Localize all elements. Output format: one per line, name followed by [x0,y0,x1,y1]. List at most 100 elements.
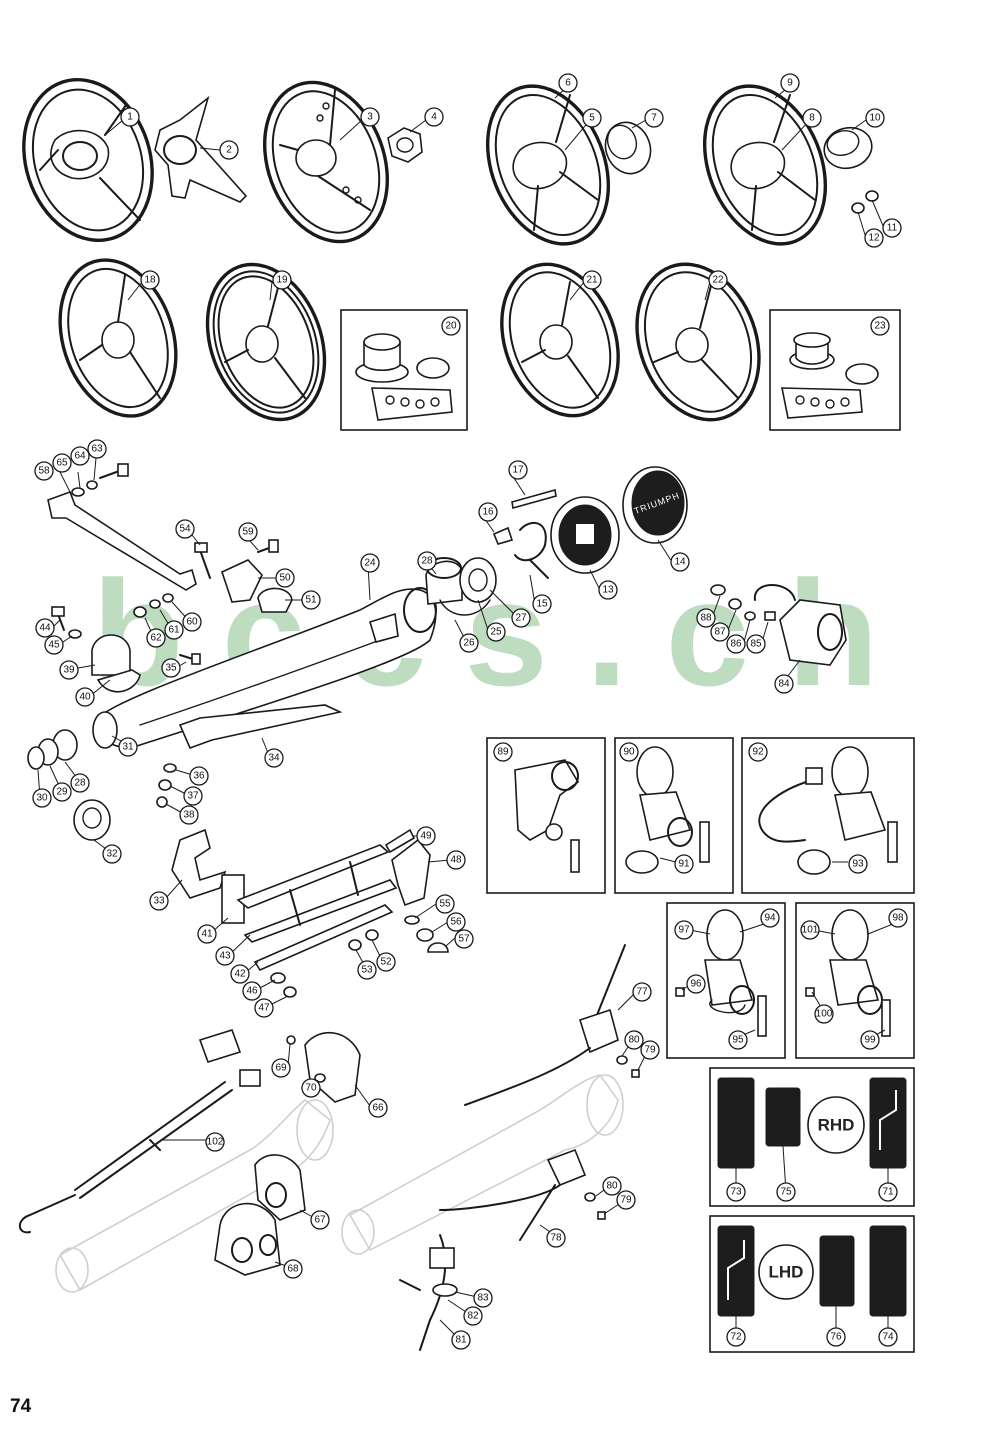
svg-text:47: 47 [258,1003,270,1014]
callout-35: 35 [161,658,181,678]
callout-2: 2 [219,140,239,160]
washers-36-37-38 [156,763,177,808]
callout-18: 18 [140,270,160,290]
svg-text:88: 88 [700,613,712,624]
horn-ring-10 [823,126,873,170]
callout-79b: 79 [616,1190,636,1210]
svg-text:84: 84 [778,679,790,690]
callout-86: 86 [726,634,746,654]
svg-text:40: 40 [79,692,91,703]
svg-text:21: 21 [586,275,598,286]
svg-text:61: 61 [168,625,180,636]
steering-wheel-3 [263,80,389,244]
callout-98: 98 [888,908,908,928]
svg-text:97: 97 [678,925,690,936]
svg-text:77: 77 [636,987,648,998]
callout-70: 70 [301,1078,321,1098]
callout-101: 101 [800,920,820,940]
callout-67: 67 [310,1210,330,1230]
callout-102: 102 [205,1132,225,1152]
svg-text:101: 101 [802,925,819,936]
callout-65: 65 [52,453,72,473]
horn-push-13 [550,496,620,574]
callout-99: 99 [860,1030,880,1050]
svg-text:9: 9 [787,78,793,89]
svg-text:100: 100 [816,1009,833,1020]
callout-58: 58 [34,461,54,481]
callout-15: 15 [532,594,552,614]
svg-text:48: 48 [450,855,462,866]
bracket-43 [236,844,398,943]
ignition-lock-98-101 [805,909,891,1037]
kit-box-23 [769,309,901,431]
svg-text:2: 2 [226,145,232,156]
callout-71: 71 [878,1182,898,1202]
bushes-28-29-30 [27,729,78,770]
callout-82: 82 [463,1306,483,1326]
svg-text:24: 24 [364,558,376,569]
callout-89: 89 [493,742,513,762]
callout-88: 88 [696,608,716,628]
svg-text:49: 49 [420,831,432,842]
screws-79-80 [584,1055,640,1220]
steering-wheel-22 [635,262,761,422]
callout-36: 36 [189,766,209,786]
svg-text:28: 28 [74,778,86,789]
steering-wheel-18 [58,258,178,418]
svg-text:82: 82 [467,1311,479,1322]
horn-84-85-88 [710,584,847,666]
callout-80a: 80 [624,1030,644,1050]
callout-60: 60 [182,612,202,632]
shroud-68 [214,1202,281,1276]
callout-96: 96 [686,974,706,994]
svg-text:85: 85 [750,639,762,650]
svg-text:13: 13 [602,585,614,596]
callout-85: 85 [746,634,766,654]
triumph-emblem-14: TRIUMPH [622,466,688,544]
svg-text:53: 53 [361,965,373,976]
svg-text:65: 65 [56,458,68,469]
callout-9: 9 [780,73,800,93]
svg-text:19: 19 [276,275,288,286]
callout-32: 32 [102,844,122,864]
svg-text:34: 34 [268,753,280,764]
svg-text:80: 80 [628,1035,640,1046]
svg-text:4: 4 [431,112,437,123]
callout-10: 10 [865,108,885,128]
washers-11-12 [851,190,879,214]
svg-text:18: 18 [144,275,156,286]
svg-text:94: 94 [764,913,776,924]
callout-68: 68 [283,1259,303,1279]
nuts-60-61-62 [133,593,174,618]
callout-14: 14 [670,552,690,572]
svg-text:79: 79 [620,1195,632,1206]
callout-72: 72 [726,1327,746,1347]
svg-text:60: 60 [186,617,198,628]
callout-26: 26 [459,633,479,653]
clamp-39-40 [91,634,141,693]
rhd-symbols: RHD [717,1077,907,1169]
callout-17: 17 [508,460,528,480]
support-bracket-58 [47,490,197,591]
svg-text:44: 44 [39,623,51,634]
svg-text:22: 22 [712,275,724,286]
lock-box-89 [486,737,606,894]
callout-66: 66 [368,1098,388,1118]
ignition-lock-94-97 [675,909,767,1037]
svg-text:90: 90 [623,747,635,758]
callout-27: 27 [511,608,531,628]
callout-7: 7 [644,108,664,128]
callout-91: 91 [674,854,694,874]
callout-21: 21 [582,270,602,290]
callout-64: 64 [70,446,90,466]
callout-55: 55 [435,894,455,914]
callout-78: 78 [546,1228,566,1248]
steering-wheel-9 [702,84,828,246]
callout-97: 97 [674,920,694,940]
svg-text:63: 63 [91,444,103,455]
svg-text:38: 38 [183,810,195,821]
callout-12: 12 [864,228,884,248]
svg-text:57: 57 [458,934,470,945]
ignition-lock-90-91 [625,746,710,874]
